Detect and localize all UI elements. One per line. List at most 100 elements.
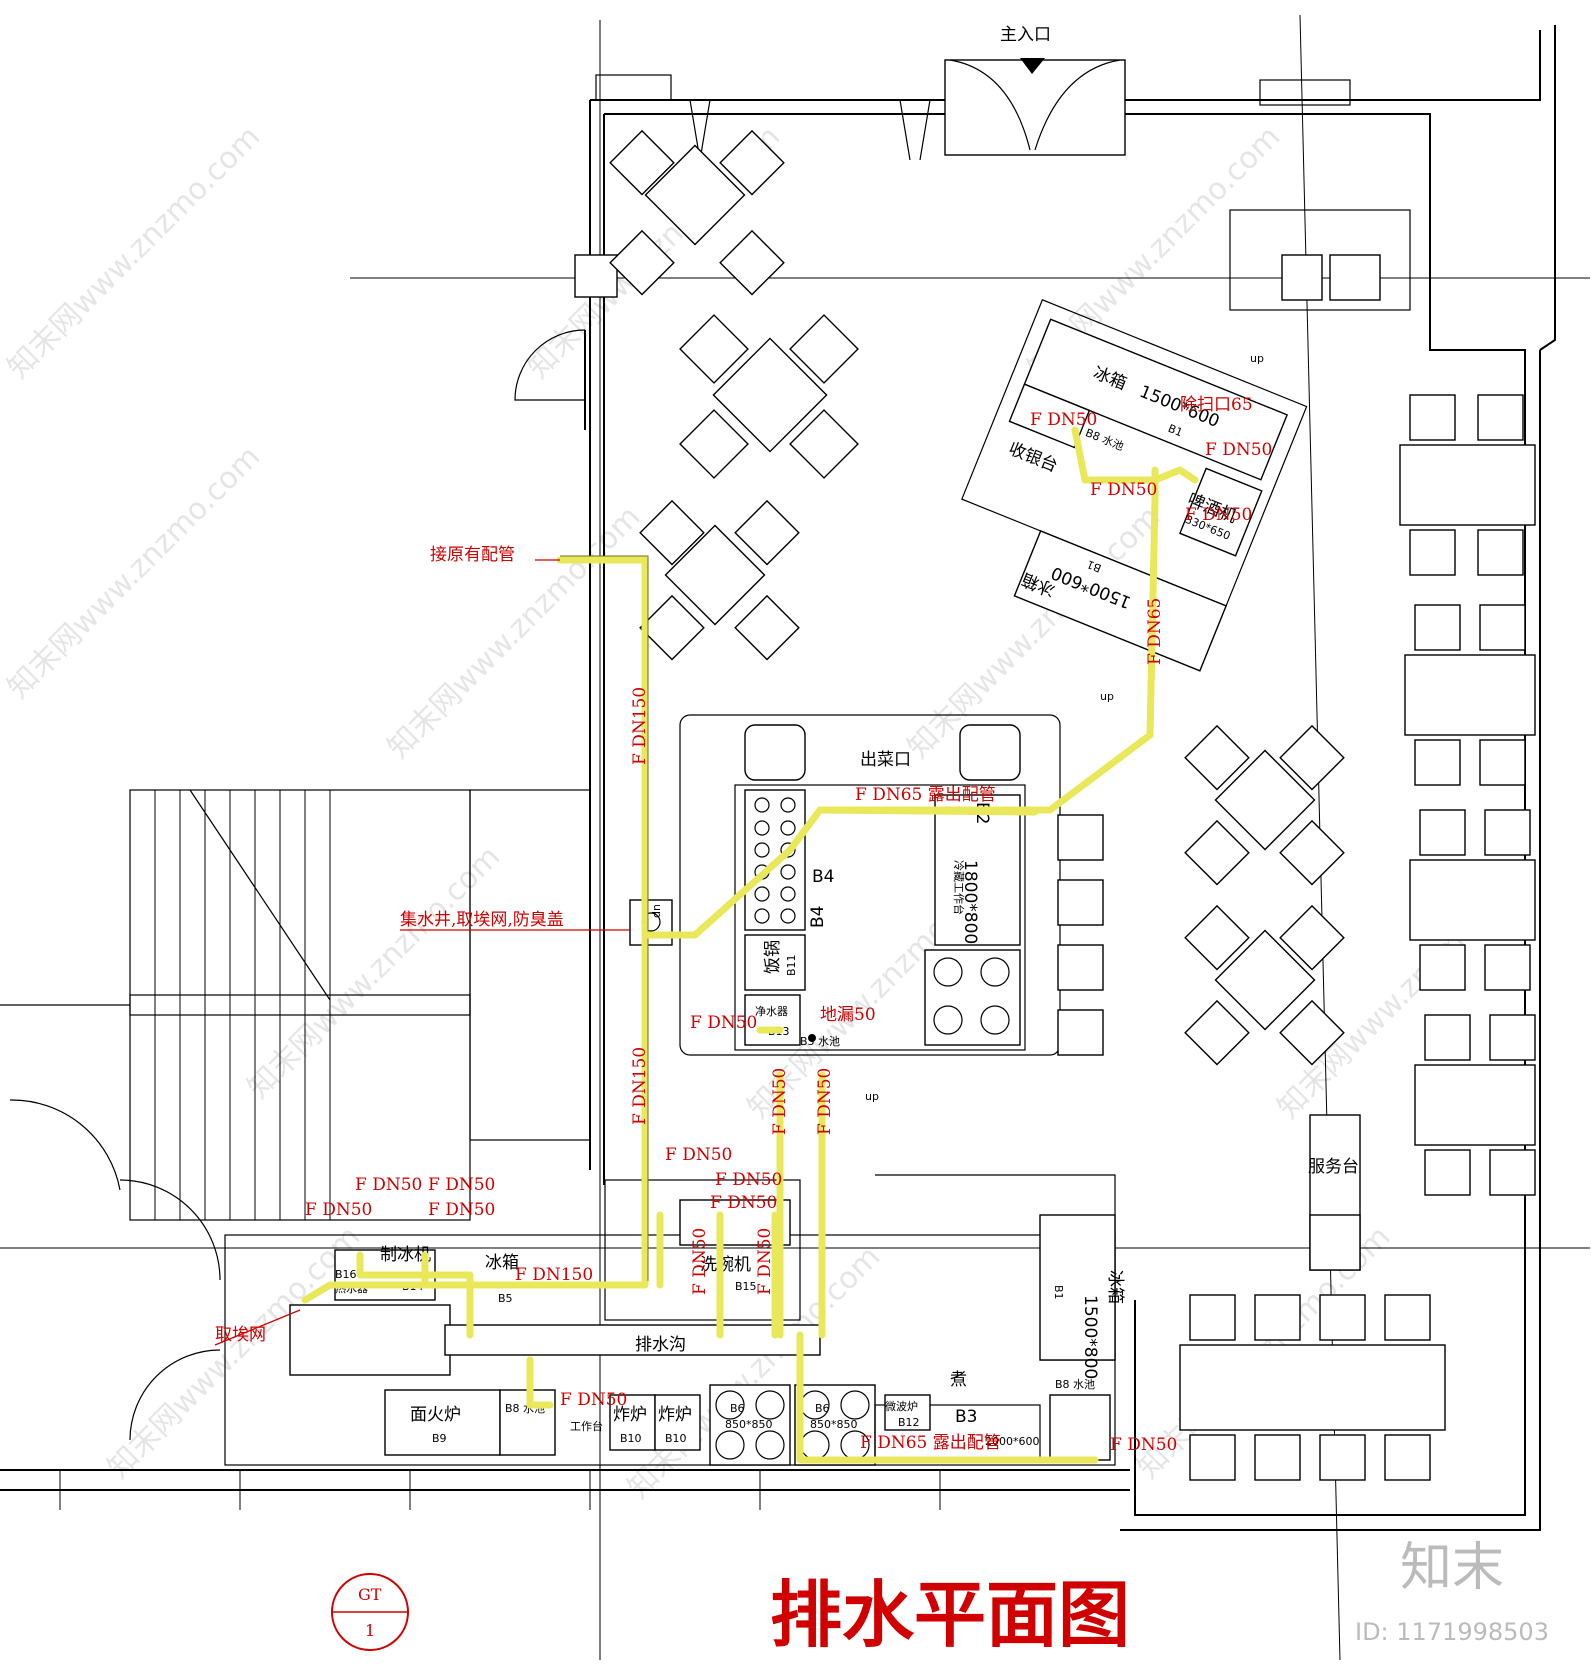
fdn50-6-label: F DN50 <box>665 1145 732 1165</box>
main-door <box>944 59 1126 156</box>
sump-label: 集水井,取埃网,防臭盖 <box>400 910 564 930</box>
b12-name: 微波炉 <box>885 1399 918 1413</box>
booth-tables <box>1179 394 1536 1481</box>
pipe-labels: 接原有配管 集水井,取埃网,防臭盖 取埃网 F DN150 F DN150 F … <box>214 395 1272 1455</box>
brand-watermark: 知末 <box>1400 1538 1504 1598</box>
fdn50-v3-label: F DN50 <box>690 1228 710 1295</box>
work-table-label: 工作台 <box>570 1419 603 1433</box>
fdn50-13-label: F DN50 <box>560 1390 627 1410</box>
fdn50-12-label: F DN50 <box>428 1200 495 1220</box>
cleanout-label: 除扫口65 <box>1180 395 1253 415</box>
fridge-b1-top-code: B1 <box>1166 422 1184 440</box>
b10a-code: B10 <box>620 1432 642 1445</box>
drawing-title: 排水平面图 <box>770 1573 1130 1657</box>
b16-code: B16 <box>335 1268 357 1281</box>
fdn50-11-label: F DN50 <box>305 1200 372 1220</box>
b14-name: 制冰机 <box>380 1245 431 1265</box>
b10b-name: 炸炉 <box>658 1405 692 1425</box>
fdn65-v-label: F DN65 <box>1145 598 1165 665</box>
cashier-bar: 冰箱 1500*600 B1 B8 水池 收银台 啤酒机 330*650 150… <box>961 299 1308 672</box>
b13-name: 净水器 <box>755 1004 788 1018</box>
b5-code: B5 <box>498 1292 513 1305</box>
up-markers: up up up up <box>651 352 1264 1103</box>
entrance-label: 主入口 <box>1000 25 1051 45</box>
b11-code: B11 <box>785 954 798 976</box>
up-label: up <box>1250 352 1264 365</box>
b4-label-2: B4 <box>808 906 828 928</box>
fdn50-7-label: F DN50 <box>715 1170 782 1190</box>
b9-code: B9 <box>432 1432 447 1445</box>
up-label: up <box>1100 690 1114 703</box>
service-desk-label: 服务台 <box>1308 1157 1359 1177</box>
fridge-b1-right-code: B1 <box>1052 1285 1065 1300</box>
staircase <box>0 789 591 1221</box>
watermark-text: 知末网www.znzmo.com <box>1 439 267 705</box>
fdn50-4-label: F DN50 <box>1185 505 1252 525</box>
fdn50-3-label: F DN50 <box>1090 480 1157 500</box>
fdn65-bottom-label: F DN65 露出配管 <box>860 1433 1001 1453</box>
fdn150-b-label: F DN150 <box>630 1047 650 1125</box>
sink-b3-label: B3 水池 <box>800 1035 840 1048</box>
connect-existing-label: 接原有配管 <box>430 545 515 565</box>
fdn50-10-label: F DN50 <box>428 1175 495 1195</box>
id-watermark: ID: 1171998503 <box>1355 1618 1549 1646</box>
b4-label: B4 <box>812 867 834 887</box>
fridge-b1-right-size: 1500*800 <box>1080 1295 1100 1379</box>
b10b-code: B10 <box>665 1432 687 1445</box>
left-doors <box>0 1099 1130 1510</box>
cashier-label: 收银台 <box>1006 439 1061 477</box>
b6b-code: B6 <box>815 1402 830 1415</box>
floor-drain-label: 地漏50 <box>820 1005 876 1025</box>
fdn50-8-label: F DN50 <box>710 1193 777 1213</box>
watermark-text: 知末网www.znzmo.com <box>1 119 267 385</box>
drainage-pipes <box>301 426 1199 1464</box>
b2-name: 冷藏工作台 <box>952 860 966 915</box>
b11-name: 饭锅 <box>763 940 783 974</box>
fdn50-1-label: F DN50 <box>1030 410 1097 430</box>
watermark-text: 知末网www.znzmo.com <box>381 499 647 765</box>
fdn50-9-label: F DN50 <box>355 1175 422 1195</box>
service-desk: 服务台 <box>1308 1114 1361 1271</box>
b10a-name: 炸炉 <box>613 1405 647 1425</box>
up-label: up <box>651 904 664 918</box>
b3-code: B3 <box>955 1407 977 1427</box>
b6b-size: 850*850 <box>810 1418 858 1431</box>
fdn65-exposed-label: F DN65 露出配管 <box>855 785 996 805</box>
main-entrance: 主入口 <box>1000 25 1051 74</box>
floor-drain-icon <box>808 1034 816 1042</box>
fdn150-c-label: F DN150 <box>515 1265 593 1285</box>
up-label: up <box>865 1090 879 1103</box>
b9-name: 面火炉 <box>410 1405 461 1425</box>
fdn50-5-label: F DN50 <box>690 1013 757 1033</box>
fdn50-14-label: F DN50 <box>1110 1435 1177 1455</box>
b3-size: 2000*600 <box>985 1435 1040 1448</box>
fdn50-v4-label: F DN50 <box>755 1228 775 1295</box>
fridge-b1-right-name: 冰箱 <box>1105 1270 1125 1304</box>
cook-label: 煮 <box>950 1370 967 1390</box>
serving-window-label: 出菜口 <box>860 750 911 770</box>
b15-name: 洗碗机 <box>700 1255 751 1275</box>
back-kitchen: B16 热水器 制冰机 B14 冰箱 B5 排水沟 洗碗机 B15 面火炉 B9… <box>224 1174 1125 1466</box>
drain-ditch-label: 排水沟 <box>635 1335 686 1355</box>
fdn150-a-label: F DN150 <box>630 687 650 765</box>
sink-b8-label: B8 水池 <box>1084 426 1126 453</box>
b6a-size: 850*850 <box>725 1418 773 1431</box>
b12-code: B12 <box>898 1416 920 1429</box>
entrance-arrow-icon <box>1020 58 1045 74</box>
sink-b8-right: B8 水池 <box>1055 1378 1095 1391</box>
fdn50-v2-label: F DN50 <box>815 1068 835 1135</box>
title-block: GT 1 排水平面图 知末 ID: 1171998503 <box>331 1538 1549 1657</box>
badge-top: GT <box>358 1585 382 1604</box>
dining-tables <box>609 129 1345 1066</box>
serving-kitchen: 出菜口 B4 B4 饭锅 B11 净水器 B13 B3 水池 1800*800 … <box>679 714 1104 1056</box>
badge-bottom: 1 <box>365 1621 375 1640</box>
watermark-text: 知末网www.znzmo.com <box>241 839 507 1105</box>
b5-name: 冰箱 <box>485 1253 519 1273</box>
b15-code: B15 <box>735 1280 757 1293</box>
b6a-code: B6 <box>730 1402 745 1415</box>
fdn50-2-label: F DN50 <box>1205 440 1272 460</box>
fridge-b1-mid-code: B1 <box>1085 557 1103 575</box>
b2-size: 1800*800 <box>960 860 980 944</box>
fdn50-v1-label: F DN50 <box>770 1068 790 1135</box>
